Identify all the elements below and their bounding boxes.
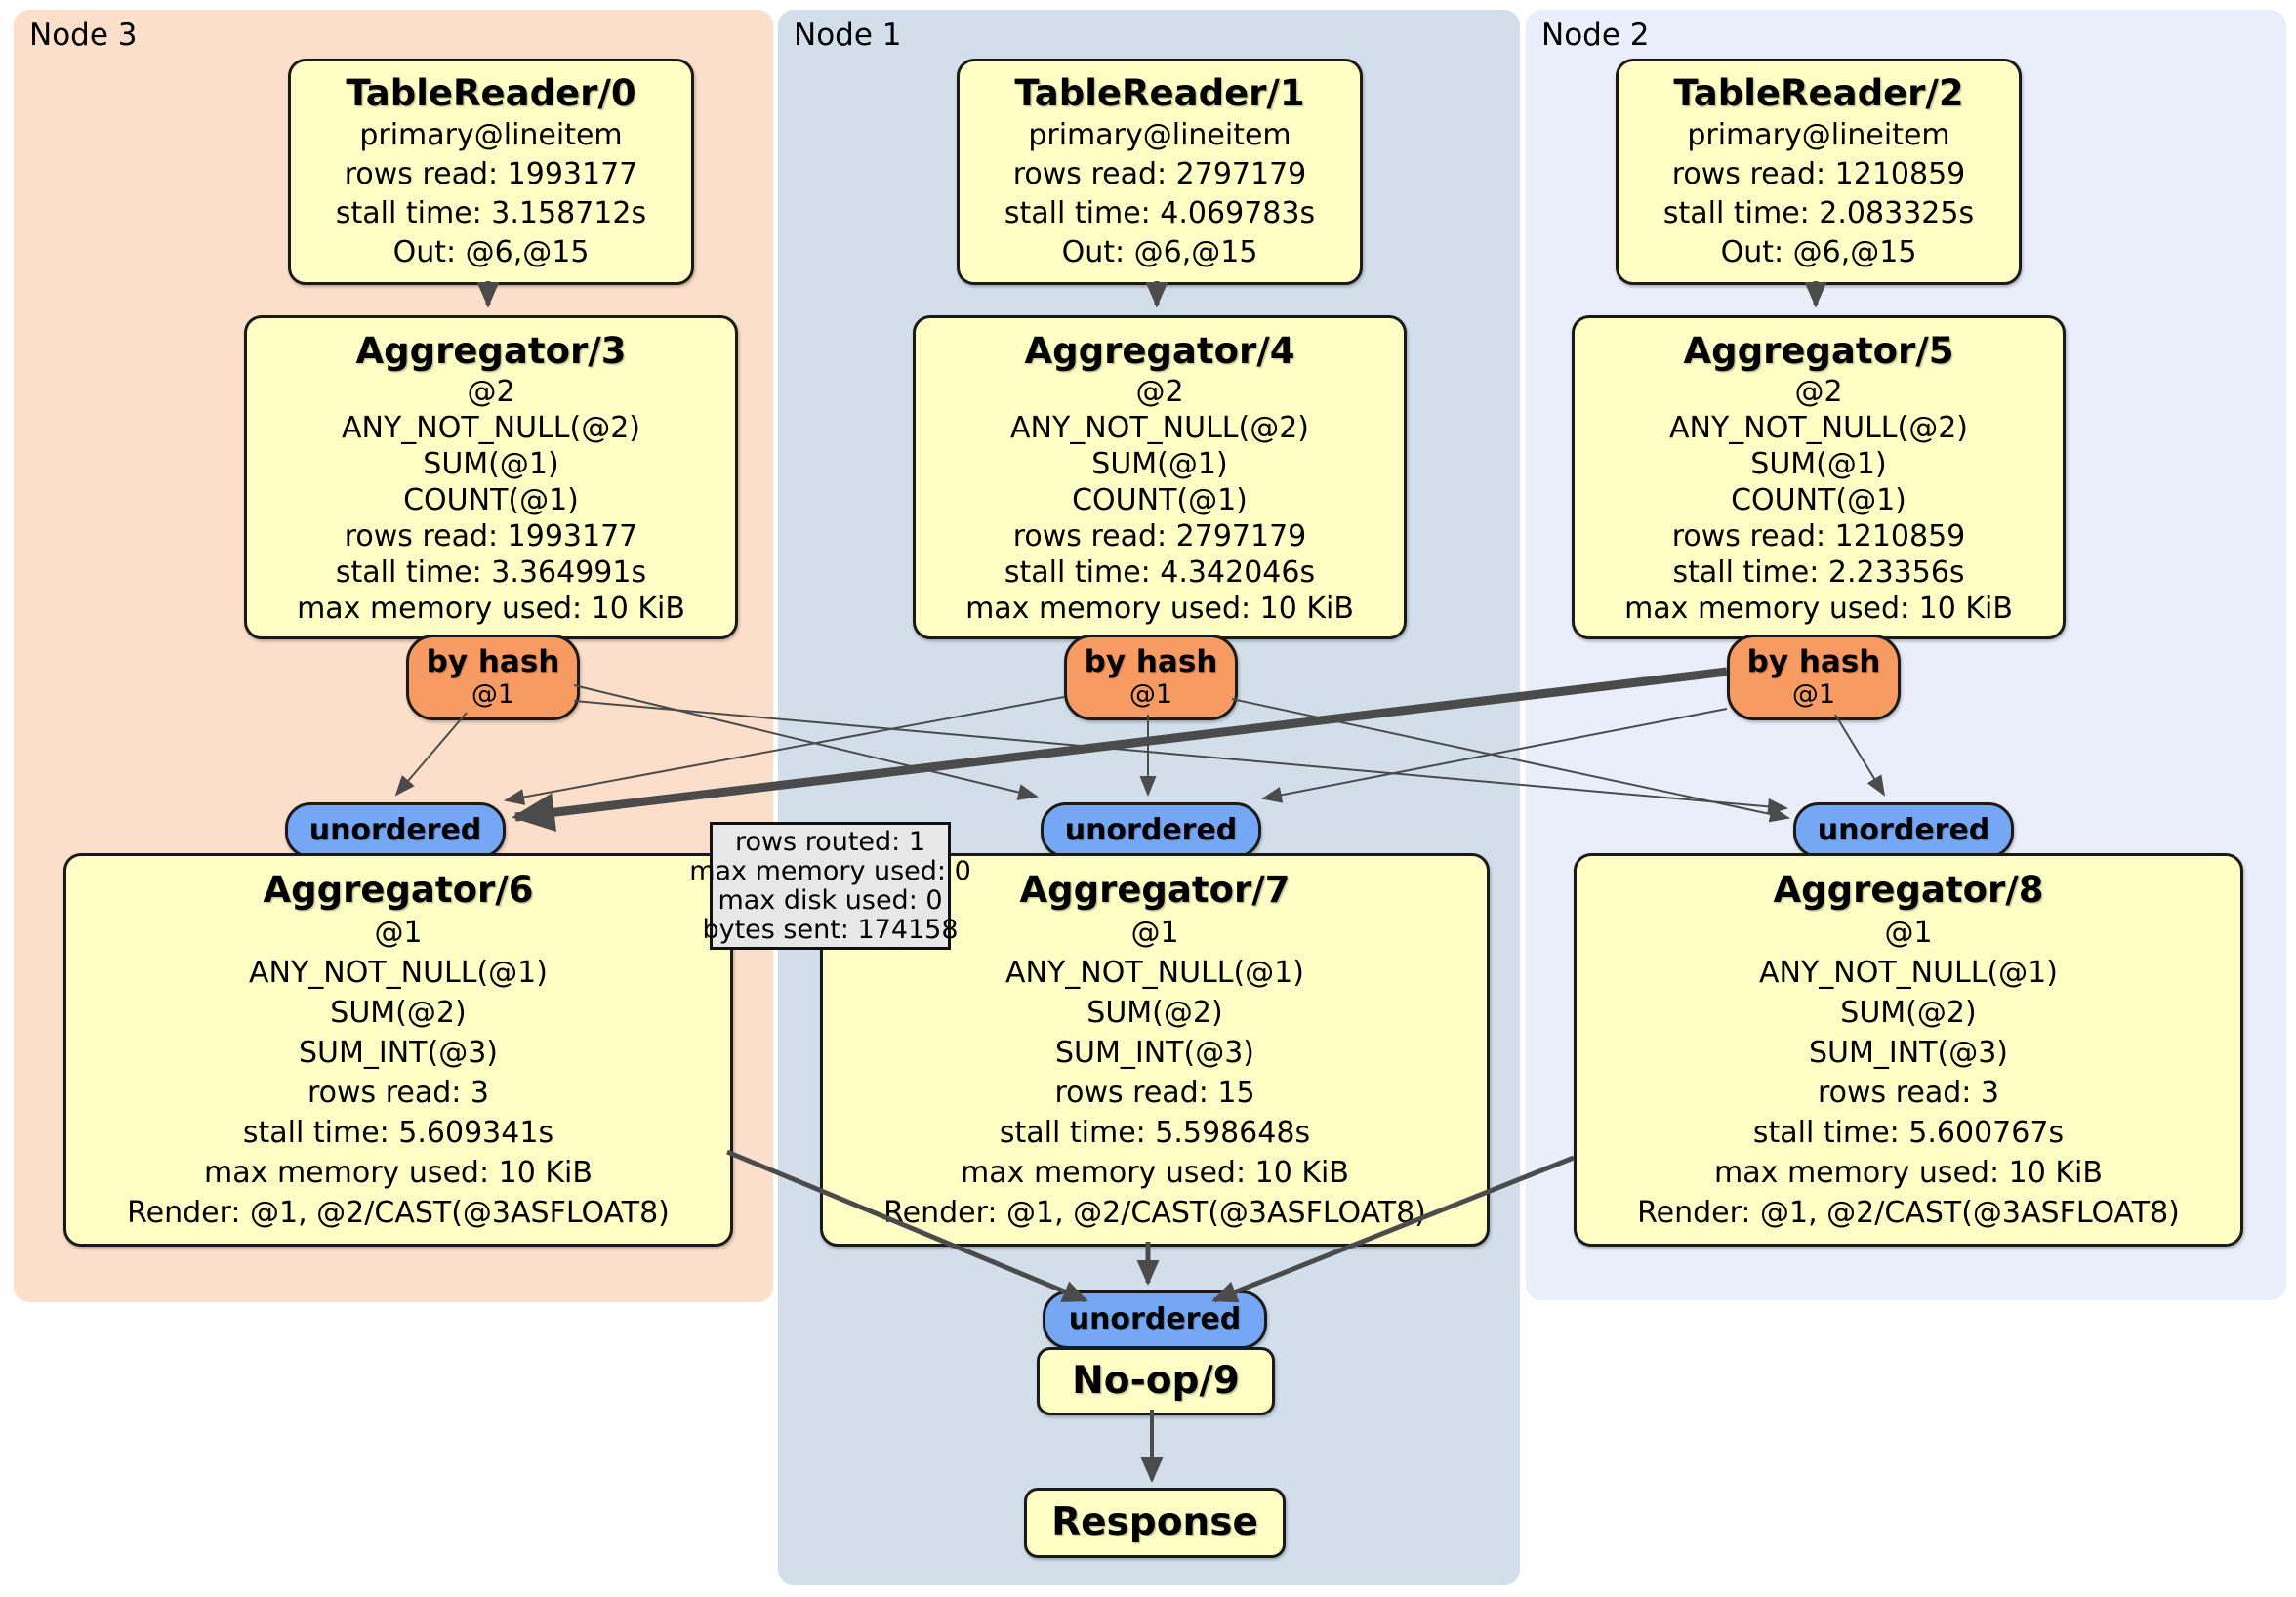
- sync-unordered-node3[interactable]: unordered: [285, 802, 506, 858]
- router-label: by hash: [1084, 644, 1218, 679]
- sync-unordered-final[interactable]: unordered: [1043, 1290, 1267, 1349]
- node-title: Aggregator/8: [1773, 868, 2044, 911]
- router-columns: @1: [471, 679, 515, 710]
- node-title: TableReader/1: [1014, 72, 1305, 114]
- router-by-hash-node2[interactable]: by hash @1: [1727, 635, 1901, 720]
- router-by-hash-node3[interactable]: by hash @1: [406, 635, 580, 720]
- node-title: No-op/9: [1072, 1359, 1240, 1403]
- panel-node1-label: Node 1: [794, 18, 902, 53]
- router-by-hash-node1[interactable]: by hash @1: [1064, 635, 1238, 720]
- node-title: Aggregator/5: [1683, 329, 1954, 372]
- panel-node3-label: Node 3: [29, 18, 138, 53]
- sync-label: unordered: [308, 812, 482, 847]
- node-title: Aggregator/3: [355, 329, 627, 372]
- sync-label: unordered: [1064, 812, 1238, 847]
- sync-unordered-node2[interactable]: unordered: [1793, 802, 2014, 858]
- node-noop-9[interactable]: No-op/9: [1037, 1347, 1275, 1415]
- node-title: Aggregator/6: [263, 868, 534, 911]
- panel-node2-label: Node 2: [1541, 18, 1650, 53]
- node-title: Aggregator/7: [1019, 868, 1291, 911]
- node-title: Aggregator/4: [1024, 329, 1295, 372]
- router-label: by hash: [426, 644, 560, 679]
- router-columns: @1: [1128, 679, 1173, 710]
- node-title: TableReader/2: [1673, 72, 1964, 114]
- router-columns: @1: [1791, 679, 1836, 710]
- node-title: TableReader/0: [346, 72, 636, 114]
- sync-label: unordered: [1068, 1302, 1242, 1336]
- sync-unordered-node1[interactable]: unordered: [1041, 802, 1261, 858]
- sync-label: unordered: [1817, 812, 1990, 847]
- node-response[interactable]: Response: [1024, 1488, 1286, 1558]
- router-label: by hash: [1746, 644, 1881, 679]
- node-title: Response: [1051, 1500, 1258, 1544]
